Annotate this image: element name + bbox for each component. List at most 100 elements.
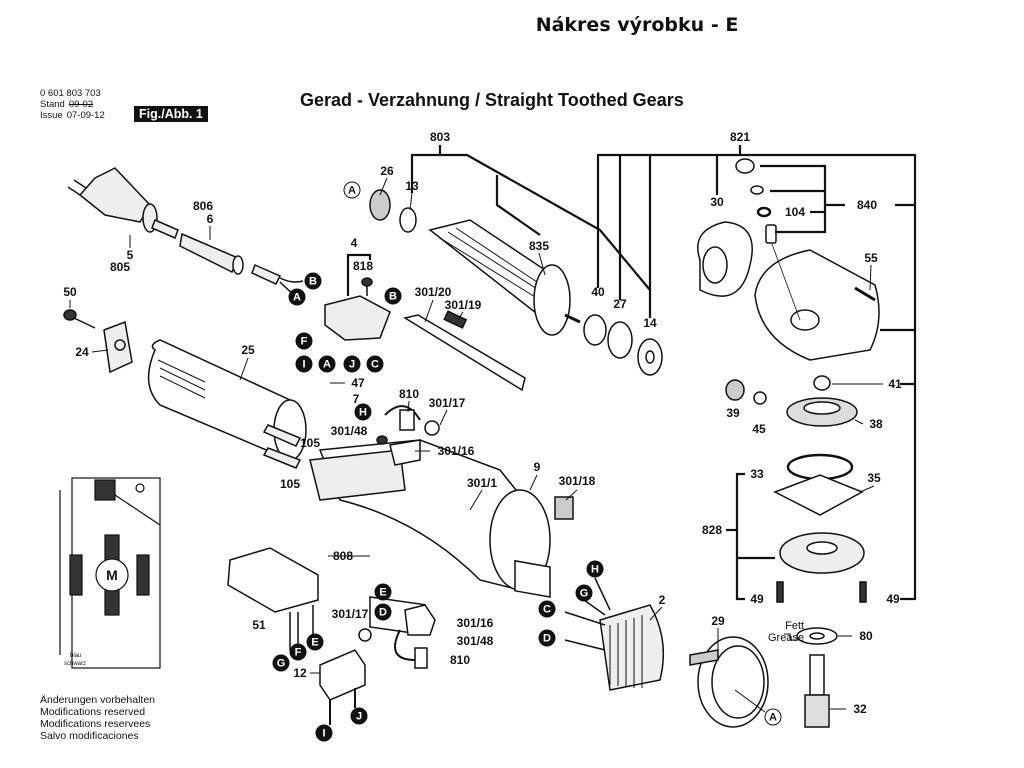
wire-black-label: schwarz bbox=[64, 661, 86, 667]
field-stator bbox=[564, 577, 665, 691]
cable-clamp bbox=[63, 309, 133, 374]
leader-lines bbox=[69, 177, 883, 710]
diagram-title: Gerad - Verzahnung / Straight Toothed Ge… bbox=[300, 90, 684, 110]
issue-value: 07-09-12 bbox=[66, 110, 105, 121]
part-label: 301/16 bbox=[437, 444, 475, 458]
mains-plug bbox=[67, 167, 179, 240]
connector-badge: D bbox=[374, 603, 392, 621]
connector-badge: G bbox=[575, 584, 593, 602]
part-label: 301/48 bbox=[330, 424, 368, 438]
connector-badge: D bbox=[538, 629, 556, 647]
wheel-guard bbox=[689, 636, 769, 728]
part-label: 24 bbox=[75, 345, 89, 359]
part-label: 808 bbox=[332, 549, 354, 563]
bracket-4 bbox=[346, 253, 372, 296]
part-label: 39 bbox=[726, 406, 740, 420]
footer-note: Modifications reserved bbox=[40, 706, 146, 718]
part-label: 105 bbox=[299, 436, 321, 450]
issue-label: Issue bbox=[40, 110, 63, 121]
connector-badge: G bbox=[272, 654, 290, 672]
wiring-diagram bbox=[59, 477, 161, 669]
part-label: 12 bbox=[293, 666, 307, 680]
connector-badge: J bbox=[343, 355, 361, 373]
stand-value: 09-02 bbox=[68, 99, 94, 110]
connector-badge: A bbox=[318, 355, 336, 373]
part-label: 27 bbox=[613, 297, 627, 311]
connector-badge: A bbox=[343, 181, 361, 199]
part-number: 0 601 803 703 bbox=[40, 88, 101, 99]
part-label: 301/48 bbox=[456, 634, 494, 648]
part-label: 835 bbox=[528, 239, 550, 253]
part-label: 6 bbox=[206, 212, 214, 226]
connector-badge: B bbox=[304, 272, 322, 290]
grease-note-de: Fett bbox=[785, 620, 805, 632]
cable-sleeve bbox=[179, 232, 304, 298]
part-label: 9 bbox=[533, 460, 541, 474]
part-label: 51 bbox=[252, 618, 266, 632]
part-label: 840 bbox=[856, 198, 878, 212]
part-label: 2 bbox=[658, 593, 666, 607]
connector-badge: F bbox=[295, 332, 313, 350]
connector-badge: H bbox=[586, 560, 604, 578]
grease-note-en: Grease bbox=[768, 632, 805, 644]
brush-rocker bbox=[403, 310, 526, 392]
part-label: 105 bbox=[279, 477, 301, 491]
figure-badge: Fig./Abb. 1 bbox=[134, 106, 208, 122]
grease-note: Fett Grease bbox=[768, 620, 804, 644]
part-label: 30 bbox=[710, 195, 724, 209]
switch-parts bbox=[376, 405, 440, 466]
part-label: 7 bbox=[352, 392, 360, 406]
connector-badge: E bbox=[306, 633, 324, 651]
brush-holder bbox=[324, 277, 391, 341]
connector-badge: J bbox=[350, 707, 368, 725]
part-label: 803 bbox=[429, 130, 451, 144]
part-label: 50 bbox=[63, 285, 77, 299]
part-label: 821 bbox=[729, 130, 751, 144]
footer-note: Änderungen vorbehalten bbox=[40, 694, 156, 706]
part-label: 47 bbox=[351, 376, 365, 390]
part-label: 25 bbox=[241, 343, 255, 357]
wire-blue-label: blau bbox=[70, 653, 81, 659]
footer-note: Salvo modificaciones bbox=[40, 730, 139, 742]
part-label: 35 bbox=[867, 471, 881, 485]
electronic-module bbox=[227, 547, 319, 650]
connector-badge: H bbox=[354, 403, 372, 421]
connector-badge: I bbox=[315, 724, 333, 742]
bracket-803 bbox=[410, 145, 651, 291]
part-label: 49 bbox=[750, 592, 764, 606]
bracket-840 bbox=[760, 164, 845, 234]
armature bbox=[369, 189, 581, 336]
part-label: 5 bbox=[126, 248, 134, 262]
part-label: 80 bbox=[859, 629, 873, 643]
connector-badge: F bbox=[289, 643, 307, 661]
part-label: 806 bbox=[192, 199, 214, 213]
part-label: 26 bbox=[380, 164, 394, 178]
part-label: 49 bbox=[886, 592, 900, 606]
part-label: 45 bbox=[752, 422, 766, 436]
part-label: 4 bbox=[350, 236, 358, 250]
part-label: 38 bbox=[869, 417, 883, 431]
part-label: 810 bbox=[398, 387, 420, 401]
part-label: 301/19 bbox=[444, 298, 482, 312]
bevel-gears bbox=[725, 375, 867, 603]
motor-symbol: M bbox=[106, 567, 118, 583]
connector-badge: A bbox=[288, 288, 306, 306]
part-label: 29 bbox=[711, 614, 725, 628]
part-label: 40 bbox=[591, 285, 605, 299]
part-label: 301/18 bbox=[558, 474, 596, 488]
connector-badge: B bbox=[384, 287, 402, 305]
bracket-828 bbox=[726, 472, 775, 601]
stand-label: Stand bbox=[40, 99, 65, 110]
part-label: 104 bbox=[784, 205, 806, 219]
part-label: 32 bbox=[853, 702, 867, 716]
part-label: 828 bbox=[701, 523, 723, 537]
part-label: 41 bbox=[888, 377, 902, 391]
gear-housing bbox=[697, 158, 880, 361]
main-housing bbox=[309, 439, 574, 636]
part-label: 301/17 bbox=[331, 607, 369, 621]
page-title: Nákres výrobku - E bbox=[535, 14, 739, 36]
part-label: 13 bbox=[405, 179, 419, 193]
connector-badge: C bbox=[538, 600, 556, 618]
bearing-rings bbox=[583, 314, 663, 376]
